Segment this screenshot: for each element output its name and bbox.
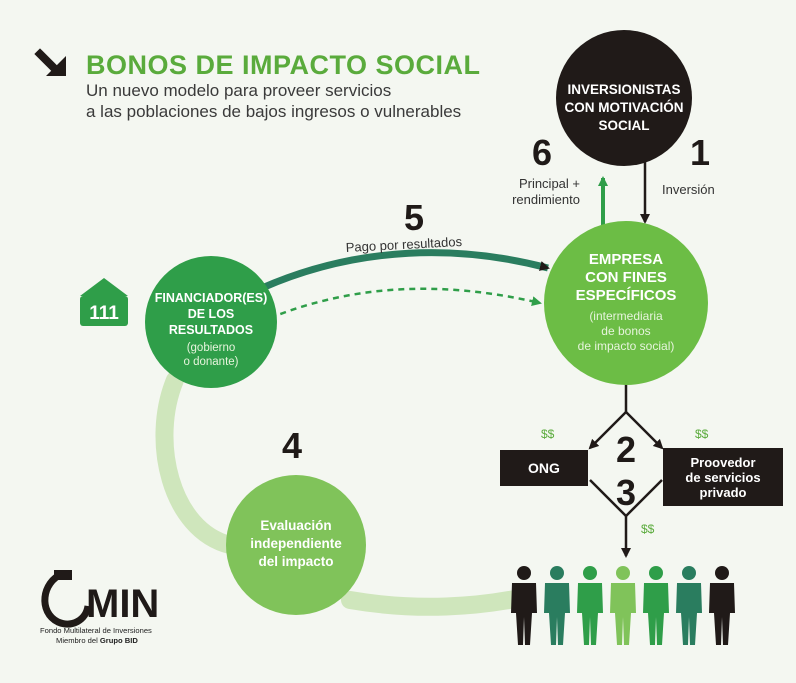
investors-line-3: SOCIAL bbox=[598, 118, 649, 133]
evaluation-line-3: del impacto bbox=[258, 554, 333, 569]
step-1: 1 bbox=[690, 132, 710, 173]
company-detail-3: de impacto social) bbox=[578, 339, 675, 353]
funder-title-3: RESULTADOS bbox=[169, 323, 253, 337]
investment-label: Inversión bbox=[662, 182, 715, 197]
company-title-2: CON FINES bbox=[585, 269, 667, 286]
money-ong: $$ bbox=[541, 427, 555, 441]
funder-detail-1: (gobierno bbox=[187, 342, 236, 354]
fomin-logo: MIN Fondo Multilateral de Inversiones Mi… bbox=[40, 570, 159, 645]
step-3: 3 bbox=[616, 472, 636, 513]
funder-title-1: FINANCIADOR(ES) bbox=[155, 291, 268, 305]
company-title-1: EMPRESA bbox=[589, 251, 663, 268]
company-node[interactable] bbox=[544, 221, 708, 385]
page-title: BONOS DE IMPACTO SOCIAL bbox=[86, 50, 481, 80]
logo-line-2: Miembro del Grupo BID bbox=[56, 636, 138, 645]
information-arrow bbox=[260, 287, 542, 326]
funder-detail-2: o donante) bbox=[184, 356, 239, 368]
fomin-logo-mark-icon bbox=[41, 570, 92, 628]
evaluation-loop bbox=[155, 371, 529, 616]
government-building-icon: 111 bbox=[80, 278, 128, 326]
provider-line-1: Proovedor bbox=[690, 455, 755, 470]
company-detail-2: de bonos bbox=[601, 324, 650, 338]
person-icon bbox=[511, 566, 537, 645]
provider-line-3: privado bbox=[700, 485, 747, 500]
payment-arrow bbox=[260, 249, 550, 292]
money-provider: $$ bbox=[695, 427, 709, 441]
ong-box[interactable] bbox=[500, 450, 588, 486]
evaluation-node[interactable] bbox=[226, 475, 366, 615]
investors-line-2: CON MOTIVACIÓN bbox=[565, 100, 684, 115]
step-5: 5 bbox=[404, 197, 424, 238]
provider-box[interactable] bbox=[663, 448, 783, 506]
person-icon bbox=[577, 566, 603, 645]
logo-brand: MIN bbox=[86, 582, 159, 626]
header-arrow-icon bbox=[34, 48, 66, 76]
evaluation-line-2: independiente bbox=[250, 536, 342, 551]
principal-label-1: Principal + bbox=[519, 176, 580, 191]
payment-label: Pago por resultados bbox=[345, 234, 462, 255]
evaluation-line-1: Evaluación bbox=[260, 518, 331, 533]
ong-label: ONG bbox=[528, 460, 560, 476]
company-title-3: ESPECÍFICOS bbox=[576, 287, 677, 304]
subtitle-line-1: Un nuevo modelo para proveer servicios bbox=[86, 81, 391, 100]
person-icon bbox=[544, 566, 570, 645]
person-icon bbox=[610, 566, 636, 645]
step-2: 2 bbox=[616, 429, 636, 470]
funder-node[interactable] bbox=[145, 256, 277, 388]
person-icon bbox=[676, 566, 702, 645]
person-icon bbox=[709, 566, 735, 645]
subtitle-line-2: a las poblaciones de bajos ingresos o vu… bbox=[86, 102, 461, 121]
investors-line-1: INVERSIONISTAS bbox=[567, 82, 680, 97]
step-6: 6 bbox=[532, 132, 552, 173]
principal-label-2: rendimiento bbox=[512, 192, 580, 207]
step-4: 4 bbox=[282, 425, 302, 466]
service-flow-connectors bbox=[588, 383, 664, 558]
money-beneficiaries: $$ bbox=[641, 522, 655, 536]
funder-title-2: DE LOS bbox=[188, 307, 235, 321]
building-number: 111 bbox=[89, 303, 119, 324]
person-icon bbox=[643, 566, 669, 645]
logo-line-1: Fondo Multilateral de Inversiones bbox=[40, 626, 152, 635]
investors-node[interactable] bbox=[556, 30, 692, 166]
provider-line-2: de servicios bbox=[685, 470, 760, 485]
company-detail-1: (intermediaria bbox=[589, 309, 663, 323]
beneficiaries-group bbox=[511, 566, 735, 645]
